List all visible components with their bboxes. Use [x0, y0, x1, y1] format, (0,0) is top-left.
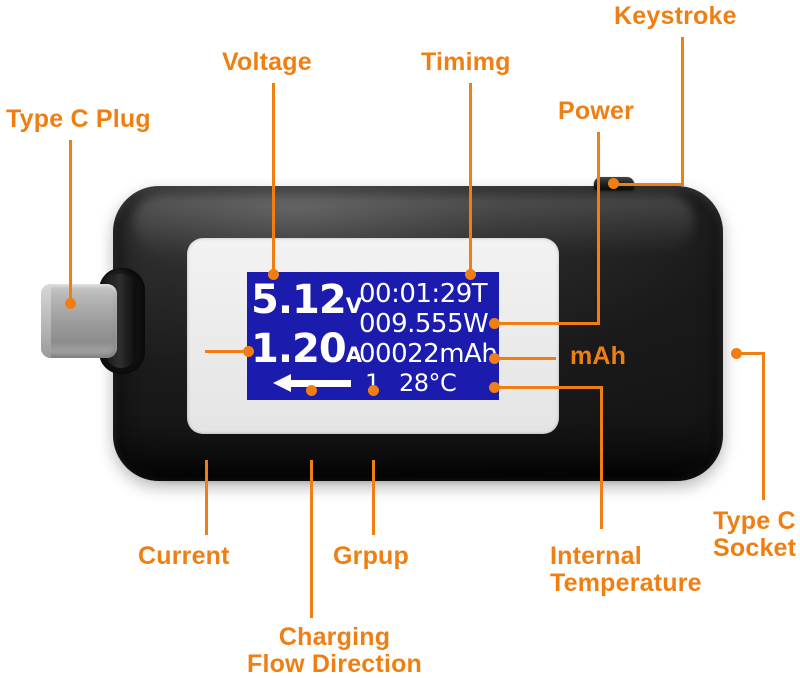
- label-type-c-plug: Type C Plug: [6, 105, 151, 133]
- arrow-head: [273, 374, 291, 392]
- type-c-plug-tip: [41, 284, 117, 358]
- label-timing: Timimg: [421, 48, 511, 76]
- label-power: Power: [558, 97, 635, 125]
- dot-timing: [465, 269, 476, 280]
- current-reading: 1.20A: [251, 326, 362, 372]
- dot-voltage: [268, 269, 279, 280]
- label-type-c-socket: Type C Socket: [713, 507, 797, 562]
- current-unit: A: [345, 343, 362, 367]
- temperature-reading: 28°C: [399, 369, 457, 397]
- label-charging-flow-direction: Charging Flow Direction: [247, 623, 423, 678]
- capacity-reading: 00022mAh: [359, 339, 498, 369]
- leader-power-upper: [597, 132, 600, 184]
- leader-keystroke-down: [681, 37, 684, 186]
- arrow-shaft: [287, 380, 351, 387]
- dot-power: [489, 318, 500, 329]
- label-current: Current: [138, 542, 230, 570]
- leader-type-c-socket-down: [762, 352, 765, 500]
- leader-type-c-plug: [69, 140, 72, 305]
- lcd-screen: 5.12V 1.20A 00:01:29T 009.555W 00022mAh …: [247, 272, 499, 400]
- dot-keystroke: [608, 178, 619, 189]
- dot-type-c-plug: [65, 298, 76, 309]
- voltage-value: 5.12: [251, 277, 347, 323]
- dot-internal-temperature: [489, 382, 500, 393]
- timing-reading: 00:01:29T: [359, 279, 488, 309]
- label-internal-temperature: Internal Temperature: [550, 542, 702, 597]
- type-c-plug-tip-edge: [41, 284, 51, 358]
- leader-power-down: [597, 184, 600, 325]
- label-voltage: Voltage: [222, 48, 312, 76]
- label-group: Grpup: [333, 542, 409, 570]
- leader-voltage: [272, 83, 275, 275]
- leader-keystroke-left: [614, 183, 684, 186]
- leader-timing: [469, 83, 472, 275]
- leader-current-top: [205, 350, 249, 353]
- voltage-unit: V: [345, 294, 362, 318]
- leader-temp-right: [492, 386, 603, 389]
- lcd-right-column: 00:01:29T 009.555W 00022mAh 1 28°C: [359, 272, 499, 400]
- leader-temp-down: [600, 386, 603, 529]
- current-value: 1.20: [251, 326, 347, 372]
- label-keystroke: Keystroke: [614, 2, 737, 30]
- label-mah: mAh: [570, 342, 627, 370]
- charging-flow-direction-arrow-icon: [273, 372, 351, 394]
- dot-charging-flow: [306, 385, 317, 396]
- dot-type-c-socket: [731, 348, 742, 359]
- dot-mah: [489, 353, 500, 364]
- leader-group: [372, 460, 375, 535]
- dot-current: [243, 346, 254, 357]
- voltage-reading: 5.12V: [251, 277, 362, 323]
- leader-mah: [492, 357, 556, 360]
- dot-group: [368, 385, 379, 396]
- power-reading: 009.555W: [359, 309, 489, 339]
- leader-type-c-socket-right: [736, 352, 765, 355]
- leader-current: [205, 460, 208, 535]
- leader-charging-flow: [310, 460, 313, 618]
- leader-power-left: [492, 322, 600, 325]
- lcd-left-column: 5.12V 1.20A: [251, 272, 362, 400]
